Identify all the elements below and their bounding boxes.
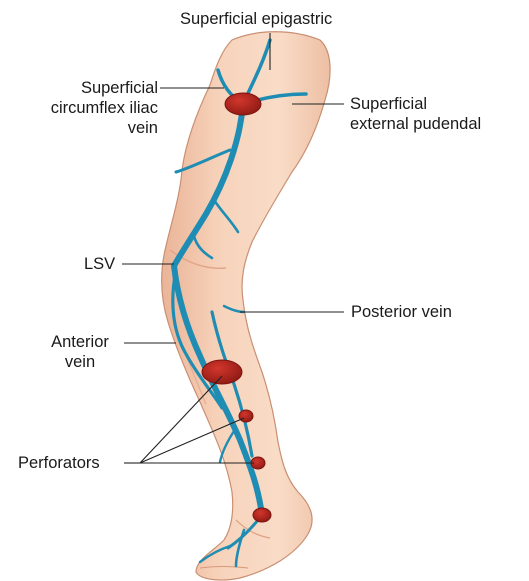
label-superficial-circumflex-iliac-vein: Superficial circumflex iliac vein [8,78,158,138]
label-perforators: Perforators [18,453,100,473]
label-posterior-vein: Posterior vein [351,302,452,322]
label-superficial-epigastric-text: Superficial epigastric [180,9,332,29]
perforator-node-large [202,360,242,384]
perforator-node-1 [239,410,253,422]
label-circumflex-line-3: vein [8,118,158,138]
label-anterior-line-2: vein [40,352,120,372]
label-anterior-vein: Anterior vein [40,332,120,372]
label-circumflex-line-2: circumflex iliac [8,98,158,118]
label-anterior-line-1: Anterior [40,332,120,352]
saphenofemoral-junction-node [225,93,261,115]
label-perforators-text: Perforators [18,453,100,473]
label-lsv: LSV [84,254,115,274]
label-pudendal-line-2: external pudendal [350,114,481,134]
perforator-node-3 [253,508,271,522]
label-lsv-text: LSV [84,254,115,274]
label-circumflex-line-1: Superficial [8,78,158,98]
label-superficial-epigastric: Superficial epigastric [180,9,332,29]
label-pudendal-line-1: Superficial [350,94,481,114]
label-superficial-external-pudendal: Superficial external pudendal [350,94,481,134]
label-posterior-vein-text: Posterior vein [351,302,452,322]
